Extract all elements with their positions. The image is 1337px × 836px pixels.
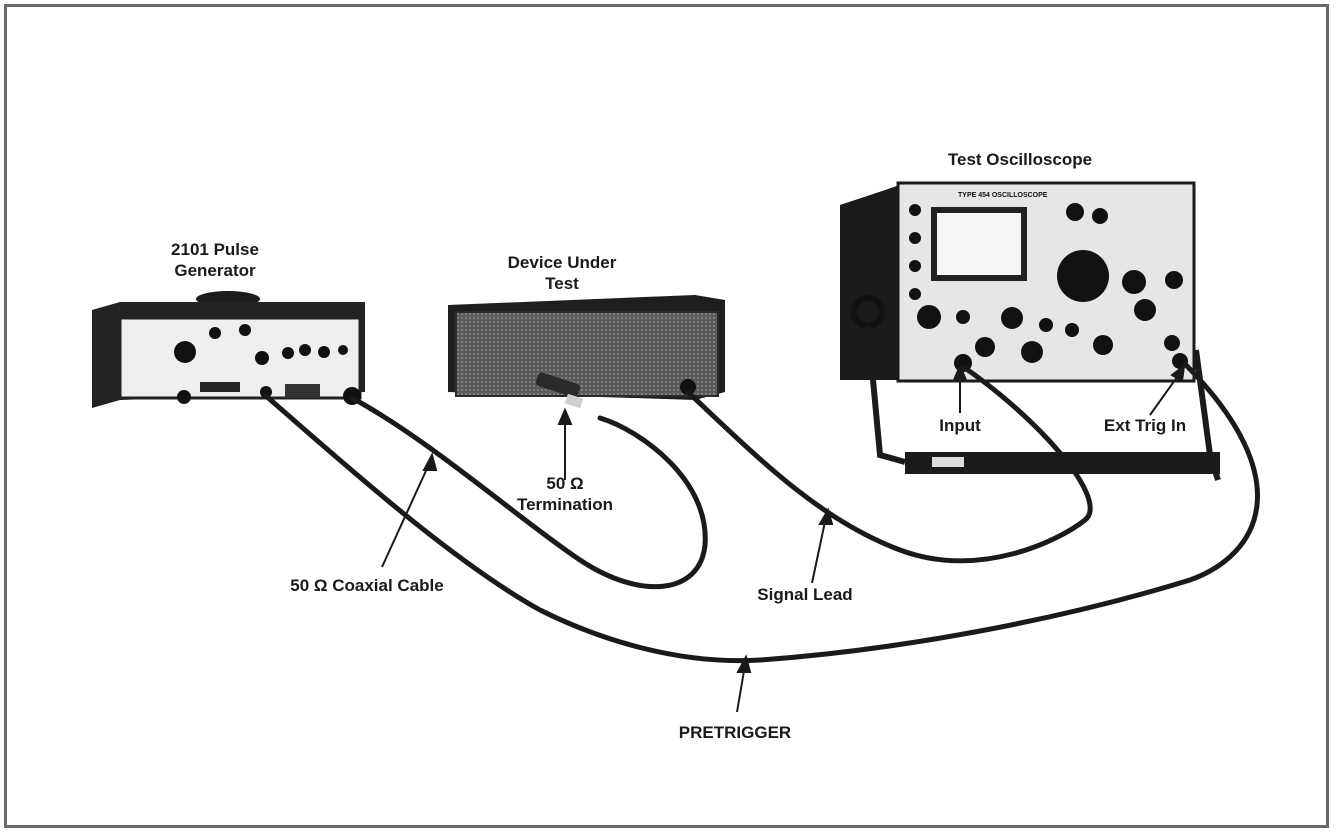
signal-lead-label: Signal Lead [757, 585, 853, 604]
oscilloscope-label: Test Oscilloscope [947, 150, 1093, 169]
dut-mesh-panel [455, 311, 719, 397]
signal-lead [685, 365, 1093, 564]
generator-pretrigger-connector [260, 386, 272, 398]
device-under-test-label: Device Under Test [507, 253, 617, 293]
scope-panel-text: TYPE 454 OSCILLOSCOPE [958, 192, 1048, 199]
diagram-frame [4, 4, 1329, 828]
coax-pointer [381, 461, 431, 568]
termination-connector [535, 372, 581, 398]
ext-trig-in-label: Ext Trig In [1103, 416, 1187, 435]
scope-front-bar [905, 452, 1220, 474]
generator-knob [174, 341, 196, 363]
ext-trig-pointer [1149, 372, 1181, 416]
scope-timebase-knob [1057, 250, 1109, 302]
dut-output-connector [680, 379, 696, 395]
pulse-generator-label: 2101 Pulse Generator [171, 240, 259, 280]
input-label: Input [939, 416, 981, 435]
pulse-generator [92, 291, 365, 408]
pretrigger-cable [263, 361, 1260, 664]
device-under-test-box [448, 295, 725, 409]
oscilloscope: TYPE 454 OSCILLOSCOPE [840, 181, 1221, 481]
coaxial-cable-label: 50 Ω Coaxial Cable [290, 576, 444, 595]
scope-crt-screen [931, 207, 1027, 281]
coaxial-cable [349, 395, 708, 590]
pretrigger-label: PRETRIGGER [678, 723, 792, 742]
signal-lead-pointer [811, 516, 827, 584]
generator-output-connector [177, 390, 191, 404]
termination-label: 50 Ω Termination [516, 474, 614, 514]
